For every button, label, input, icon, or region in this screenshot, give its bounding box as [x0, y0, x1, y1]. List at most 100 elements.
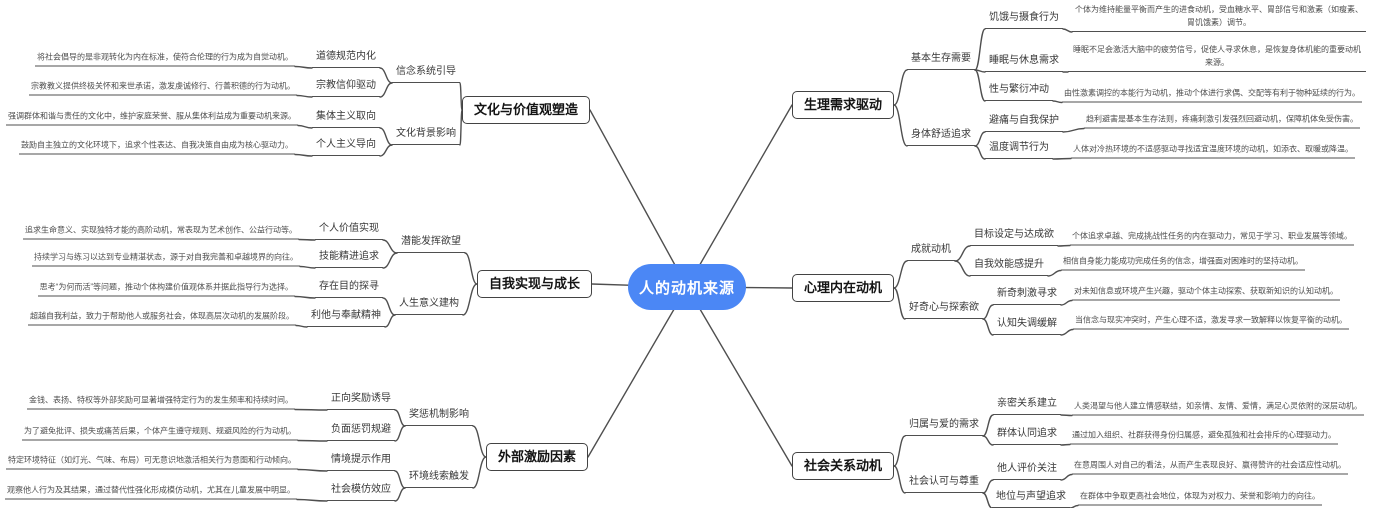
detail-node[interactable]: 人类渴望与他人建立情感联结，如亲情、友情、爱情，满足心灵依附的深层动机。	[1072, 399, 1364, 416]
link-curve	[982, 318, 994, 336]
topic-node[interactable]: 集体主义取向	[312, 108, 380, 128]
topic-node[interactable]: 情境提示作用	[327, 451, 395, 471]
link-curve	[1047, 269, 1062, 277]
topic-node[interactable]: 道德规范内化	[312, 48, 380, 68]
detail-node[interactable]: 趋利避害是基本生存法则，疼痛刺激引发强烈回避动机，保障机体免受伤害。	[1084, 112, 1360, 129]
branch-node[interactable]: 文化与价值观塑造	[461, 96, 590, 124]
detail-node[interactable]: 人体对冷热环境的不适感驱动寻找适宜温度环境的动机，如添衣、取暖或降温。	[1071, 142, 1355, 159]
topic-node[interactable]: 新奇刺激寻求	[993, 285, 1061, 305]
topic-node[interactable]: 群体认同追求	[993, 425, 1061, 445]
detail-node[interactable]: 宗教教义提供终极关怀和来世承诺，激发虔诚修行、行善积德的行为动机。	[29, 79, 297, 96]
link-curve	[379, 82, 393, 98]
detail-node[interactable]: 强调群体和谐与责任的文化中，维护家庭荣誉、服从集体利益成为重要动机来源。	[6, 109, 298, 126]
detail-node[interactable]: 追求生命意义、实现独特才能的高阶动机，常表现为艺术创作、公益行动等。	[23, 223, 299, 240]
topic-node[interactable]: 饥饿与摄食行为	[985, 9, 1063, 29]
group-node[interactable]: 身体舒适追求	[907, 126, 975, 146]
topic-node[interactable]: 亲密关系建立	[993, 395, 1061, 415]
topic-node[interactable]: 他人评价关注	[993, 460, 1061, 480]
topic-node[interactable]: 认知失调缓解	[993, 315, 1061, 335]
group-node[interactable]: 归属与爱的需求	[905, 416, 983, 436]
link-curve	[893, 260, 908, 289]
detail-node[interactable]: 持续学习与练习以达到专业精湛状态，源于对自我完善和卓越境界的向往。	[32, 250, 300, 267]
topic-node[interactable]: 避痛与自我保护	[985, 112, 1063, 132]
group-node[interactable]: 文化背景影响	[392, 125, 460, 145]
branch-node[interactable]: 社会关系动机	[792, 452, 895, 480]
topic-node[interactable]: 地位与声望追求	[992, 488, 1070, 508]
detail-node[interactable]: 为了避免批评、损失或痛苦后果，个体产生遵守规则、规避风险的行为动机。	[22, 424, 298, 441]
link-curve	[1052, 100, 1063, 104]
branch-node[interactable]: 心理内在动机	[792, 274, 895, 302]
group-node[interactable]: 信念系统引导	[392, 63, 460, 83]
branch-node[interactable]: 生理需求驱动	[792, 91, 895, 119]
root-node[interactable]: 人的动机来源	[628, 264, 746, 310]
group-node[interactable]: 成就动机	[907, 241, 955, 261]
group-node[interactable]: 奖惩机制影响	[405, 406, 473, 426]
link-curve	[297, 439, 328, 442]
topic-node[interactable]: 正向奖励诱导	[327, 390, 395, 410]
link-curve	[1057, 244, 1071, 247]
group-node[interactable]: 环境线索触发	[405, 468, 473, 488]
group-node[interactable]: 人生意义建构	[395, 295, 463, 315]
detail-node[interactable]: 个体追求卓越、完成挑战性任务的内在驱动力，常见于学习、职业发展等领域。	[1070, 229, 1354, 246]
link-curve	[472, 456, 487, 489]
detail-node[interactable]: 个体为维持能量平衡而产生的进食动机，受血糖水平、胃部信号和激素（如瘦素、胃饥饿素…	[1072, 2, 1366, 32]
topic-node[interactable]: 个人主义导向	[312, 136, 380, 156]
topic-node[interactable]: 存在目的探寻	[315, 278, 383, 298]
link-curve	[982, 435, 994, 446]
topic-node[interactable]: 个人价值实现	[315, 220, 383, 240]
link-curve	[1062, 28, 1073, 33]
detail-node[interactable]: 对未知信息或环境产生兴趣，驱动个体主动探索、获取新知识的认知动机。	[1072, 284, 1340, 301]
topic-node[interactable]: 目标设定与达成欲	[970, 226, 1058, 246]
link-curve	[464, 252, 478, 285]
topic-node[interactable]: 负面惩罚规避	[327, 421, 395, 441]
topic-node[interactable]: 性与繁衍冲动	[985, 81, 1053, 101]
link-curve	[982, 492, 993, 508]
topic-node[interactable]: 睡眠与休息需求	[985, 52, 1063, 72]
link-curve	[589, 109, 688, 288]
detail-node[interactable]: 将社会倡导的是非观转化为内在标准，使符合伦理的行为成为自觉动机。	[35, 50, 295, 67]
detail-node[interactable]: 通过加入组织、社群获得身份归属感，避免孤独和社会排斥的心理驱动力。	[1070, 428, 1338, 445]
detail-node[interactable]: 当信念与现实冲突时，产生心理不适，激发寻求一致解释以恢复平衡的动机。	[1073, 313, 1349, 330]
branch-node[interactable]: 自我实现与成长	[476, 270, 592, 298]
detail-node[interactable]: 鼓励自主独立的文化环境下，追求个性表达、自我决策自由成为核心驱动力。	[19, 138, 295, 155]
detail-node[interactable]: 思考“为何而活”等问题，推动个体构建价值观体系并据此指导行为选择。	[37, 280, 295, 297]
link-curve	[296, 94, 313, 98]
link-curve	[893, 465, 906, 494]
link-curve	[1062, 127, 1085, 133]
detail-node[interactable]: 金钱、表扬、特权等外部奖励可显著增强特定行为的发生频率和持续时间。	[27, 393, 295, 410]
topic-node[interactable]: 技能精进追求	[315, 248, 383, 268]
topic-node[interactable]: 宗教信仰驱动	[312, 77, 380, 97]
link-curve	[379, 144, 393, 157]
group-node[interactable]: 好奇心与探索欲	[905, 299, 983, 319]
link-curve	[297, 468, 328, 472]
group-node[interactable]: 社会认可与尊重	[905, 473, 983, 493]
topic-node[interactable]: 自我效能感提升	[970, 256, 1048, 276]
detail-node[interactable]: 相信自身能力能成功完成任务的信念，增强面对困难时的坚持动机。	[1061, 254, 1305, 271]
link-curve	[893, 104, 908, 147]
link-curve	[394, 425, 406, 442]
detail-node[interactable]: 睡眠不足会激活大脑中的疲劳信号，促使人寻求休息，是恢复身体机能的重要动机来源。	[1068, 42, 1366, 72]
detail-node[interactable]: 特定环境特征（如灯光、气味、布局）可无意识地激活相关行为意图和行动倾向。	[6, 453, 298, 470]
topic-node[interactable]: 温度调节行为	[985, 139, 1053, 159]
branch-node[interactable]: 外部激励因素	[485, 443, 588, 471]
link-curve	[394, 470, 406, 489]
link-curve	[294, 65, 313, 69]
link-curve	[297, 124, 313, 129]
detail-node[interactable]: 超越自我利益，致力于帮助他人或服务社会，体现高层次动机的发展阶段。	[28, 309, 296, 326]
group-node[interactable]: 基本生存需要	[907, 50, 975, 70]
link-curve	[294, 408, 328, 411]
topic-node[interactable]: 利他与奉献精神	[307, 307, 385, 327]
link-curve	[893, 69, 908, 106]
detail-node[interactable]: 在意周围人对自己的看法，从而产生表现良好、赢得赞许的社会适应性动机。	[1072, 458, 1348, 475]
detail-node[interactable]: 由性激素调控的本能行为动机，推动个体进行求偶、交配等有利于物种延续的行为。	[1062, 86, 1362, 103]
link-curve	[472, 425, 487, 458]
group-node[interactable]: 潜能发挥欲望	[397, 233, 465, 253]
detail-node[interactable]: 在群体中争取更高社会地位，体现为对权力、荣誉和影响力的向往。	[1078, 489, 1322, 506]
link-curve	[379, 127, 393, 146]
link-curve	[982, 414, 994, 437]
topic-node[interactable]: 社会模仿效应	[327, 481, 395, 501]
link-curve	[974, 28, 986, 71]
link-curve	[982, 479, 994, 494]
detail-node[interactable]: 观察他人行为及其结果，通过替代性强化形成模仿动机，尤其在儿童发展中明显。	[5, 483, 297, 500]
